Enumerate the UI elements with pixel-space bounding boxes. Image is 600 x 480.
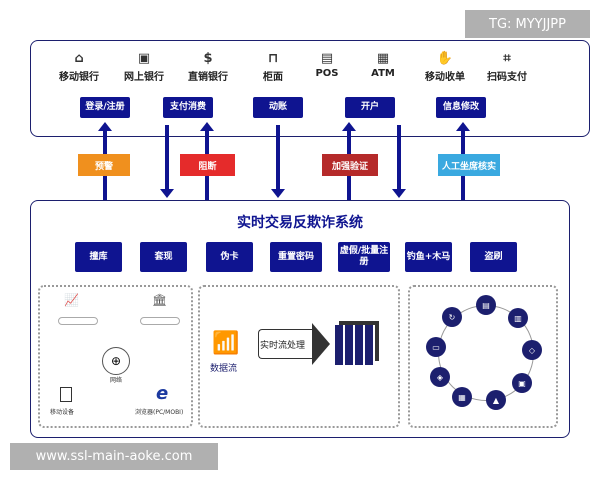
mobile-bank-icon: ⌂	[74, 51, 84, 66]
channel-label: 网上银行	[124, 72, 164, 83]
channel-label: POS	[315, 68, 339, 79]
browser-label: 浏览器(PC/MOBI)	[135, 409, 184, 416]
ring-node: ◈	[430, 367, 450, 387]
ring-node: ↻	[442, 307, 462, 327]
channel-label: ATM	[371, 68, 395, 79]
ring-node: ▥	[508, 308, 528, 328]
ring-node: ▤	[476, 295, 496, 315]
response-tag: 预警	[78, 154, 130, 176]
chart-icon: 📈	[64, 293, 79, 307]
process-arrow-head	[312, 323, 330, 365]
system-title: 实时交易反欺诈系统	[237, 215, 363, 231]
action-button[interactable]: 登录/注册	[80, 97, 130, 118]
ring-node: ◇	[522, 340, 542, 360]
channel-7: ⌗ 扫码支付	[474, 50, 540, 83]
data-cube	[335, 325, 375, 365]
threat-button[interactable]: 伪卡	[206, 242, 253, 272]
stream-panel: 📶 数据流 实时流处理	[198, 285, 400, 428]
threat-button[interactable]: 虚假/批量注册	[338, 242, 390, 272]
right-node	[140, 317, 180, 325]
device-icon	[60, 387, 72, 402]
stream-label: 数据流	[210, 364, 238, 374]
response-tag: 阻断	[180, 154, 235, 176]
action-button[interactable]: 开户	[345, 97, 395, 118]
process-arrow	[258, 329, 314, 359]
threat-button[interactable]: 套现	[140, 242, 187, 272]
device-label: 移动设备	[50, 409, 75, 416]
atm-icon: ▦	[376, 51, 390, 66]
center-label: 网络	[109, 377, 122, 384]
channel-3: ⊓ 柜面	[240, 50, 306, 83]
response-tag: 加强验证	[322, 154, 378, 176]
process-label: 实时流处理	[260, 341, 306, 351]
response-tag: 人工坐席核实	[438, 154, 500, 176]
watermark-top: TG: MYYJJPP	[465, 10, 590, 38]
ring-node: ▲	[486, 390, 506, 410]
threat-button[interactable]: 撞库	[75, 242, 122, 272]
action-button[interactable]: 信息修改	[436, 97, 486, 118]
watermark-bottom: www.ssl-main-aoke.com	[10, 443, 218, 470]
channel-label: 移动银行	[59, 72, 99, 83]
ring-node: ▣	[512, 373, 532, 393]
network-panel: 📈 🏛 ⊕ 网络 移动设备 e 浏览器(PC/MOBI)	[38, 285, 193, 428]
channel-5: ▦ ATM	[350, 50, 416, 79]
channel-label: 扫码支付	[487, 72, 527, 83]
dollar-icon: $	[203, 51, 213, 66]
bar-chart-icon: 📶	[212, 331, 240, 356]
channel-1: ▣ 网上银行	[111, 50, 177, 83]
channel-label: 柜面	[263, 72, 283, 83]
left-node	[58, 317, 98, 325]
ring-node: ▭	[426, 337, 446, 357]
threat-button[interactable]: 盗刷	[470, 242, 517, 272]
capability-ring-panel: ▤ ▥ ◇ ▣ ▲ ▦ ◈ ▭ ↻	[408, 285, 558, 428]
action-button[interactable]: 动账	[253, 97, 303, 118]
online-bank-icon: ▣	[137, 51, 151, 66]
threat-button[interactable]: 钓鱼+木马	[405, 242, 452, 272]
channel-6: ✋ 移动收单	[412, 50, 478, 83]
channel-label: 移动收单	[425, 72, 465, 83]
channel-2: $ 直销银行	[175, 50, 241, 83]
hand-icon: ✋	[436, 51, 454, 66]
ring-node: ▦	[452, 387, 472, 407]
action-button[interactable]: 支付消费	[163, 97, 213, 118]
channel-0: ⌂ 移动银行	[46, 50, 112, 83]
channels-panel	[30, 40, 590, 137]
browser-icon: e	[156, 383, 169, 404]
counter-icon: ⊓	[267, 51, 279, 66]
globe-icon: ⊕	[102, 347, 130, 375]
pos-icon: ▤	[320, 51, 334, 66]
scan-icon: ⌗	[503, 51, 511, 66]
channel-label: 直销银行	[188, 72, 228, 83]
anti-fraud-system-panel	[30, 200, 570, 438]
channel-4: ▤ POS	[294, 50, 360, 79]
threat-button[interactable]: 重置密码	[270, 242, 322, 272]
building-icon: 🏛	[152, 293, 168, 307]
